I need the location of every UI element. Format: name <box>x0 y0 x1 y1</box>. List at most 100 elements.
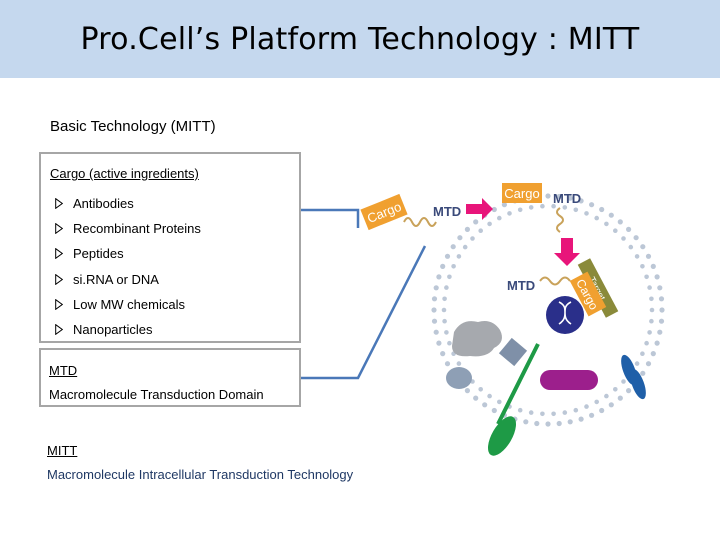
membrane-lipid-head <box>487 394 492 399</box>
membrane-lipid-head <box>445 254 450 259</box>
mtd-label: MTD <box>433 204 461 219</box>
membrane-lipid-head <box>507 211 512 216</box>
cargo-label: Cargo <box>504 186 539 201</box>
membrane-lipid-head <box>444 285 449 290</box>
membrane-lipid-head <box>540 204 545 209</box>
membrane-lipid-head <box>497 216 502 221</box>
membrane-lipid-head <box>657 285 662 290</box>
membrane-lipid-head <box>584 404 589 409</box>
membrane-lipid-head <box>574 208 579 213</box>
membrane-lipid-head <box>659 296 664 301</box>
membrane-lipid-head <box>584 211 589 216</box>
membrane-lipid-head <box>594 216 599 221</box>
purple-protein <box>540 370 598 390</box>
membrane-lipid-head <box>463 245 468 250</box>
membrane-lipid-head <box>609 402 614 407</box>
membrane-lipid-head <box>604 222 609 227</box>
membrane-lipid-head <box>579 417 584 422</box>
membrane-lipid-head <box>457 254 462 259</box>
membrane-lipid-head <box>434 330 439 335</box>
membrane-lipid-head <box>470 236 475 241</box>
membrane-lipid-head <box>618 219 623 224</box>
membrane-lipid-head <box>589 413 594 418</box>
membrane-lipid-head <box>650 308 655 313</box>
membrane-lipid-head <box>529 205 534 210</box>
membrane-lipid-head <box>497 400 502 405</box>
membrane-lipid-head <box>440 264 445 269</box>
membrane-lipid-head <box>482 402 487 407</box>
nucleus <box>546 296 584 334</box>
membrane-lipid-head <box>432 296 437 301</box>
membrane-lipid-head <box>640 371 645 376</box>
membrane-lipid-head <box>635 361 640 366</box>
membrane-lipid-head <box>442 308 447 313</box>
blue-channel-protein <box>618 353 649 401</box>
membrane-lipid-head <box>465 388 470 393</box>
membrane-lipid-head <box>478 387 483 392</box>
membrane-lipid-head <box>523 419 528 424</box>
membrane-lipid-head <box>473 219 478 224</box>
membrane-lipid-head <box>629 245 634 250</box>
membrane-lipid-head <box>649 297 654 302</box>
membrane-lipid-head <box>574 408 579 413</box>
entry-arrow-icon <box>466 198 493 220</box>
membrane-lipid-head <box>646 254 651 259</box>
membrane-lipid-head <box>640 244 645 249</box>
membrane-lipid-head <box>626 227 631 232</box>
linker-coil-icon <box>540 278 570 285</box>
membrane-lipid-head <box>534 421 539 426</box>
membrane-lipid-head <box>640 264 645 269</box>
mtd-label: MTD <box>553 191 581 206</box>
membrane-lipid-head <box>647 330 652 335</box>
membrane-lipid-head <box>640 351 645 356</box>
cargo-mtd-conjugate-membrane: Cargo MTD <box>502 183 581 266</box>
membrane-lipid-head <box>518 208 523 213</box>
membrane-lipid-head <box>621 379 626 384</box>
membrane-lipid-head <box>599 408 604 413</box>
membrane-lipid-head <box>647 285 652 290</box>
membrane-lipid-head <box>518 408 523 413</box>
membrane-lipid-head <box>431 307 436 312</box>
membrane-lipid-head <box>604 394 609 399</box>
membrane-lipid-head <box>649 319 654 324</box>
membrane-lipid-head <box>447 275 452 280</box>
membrane-lipid-head <box>557 421 562 426</box>
membrane-lipid-head <box>545 193 550 198</box>
membrane-lipid-head <box>644 275 649 280</box>
membrane-lipid-head <box>447 341 452 346</box>
membrane-lipid-head <box>442 319 447 324</box>
membrane-lipid-head <box>440 351 445 356</box>
membrane-lipid-head <box>465 227 470 232</box>
cargo-mtd-conjugate-outside: Cargo MTD <box>360 194 493 230</box>
membrane-lipid-head <box>613 387 618 392</box>
membrane-lipid-head <box>657 330 662 335</box>
membrane-lipid-head <box>594 400 599 405</box>
membrane-protein-gray <box>452 321 502 356</box>
membrane-lipid-head <box>651 264 656 269</box>
membrane-lipid-head <box>646 361 651 366</box>
mtd-label: MTD <box>507 278 535 293</box>
membrane-lipid-head <box>589 202 594 207</box>
membrane-lipid-head <box>436 274 441 279</box>
membrane-lipid-head <box>655 341 660 346</box>
membrane-lipid-head <box>563 410 568 415</box>
membrane-lipid-head <box>442 297 447 302</box>
membrane-lipid-head <box>444 330 449 335</box>
membrane-lipid-head <box>609 213 614 218</box>
membrane-lipid-head <box>613 228 618 233</box>
membrane-lipid-head <box>551 412 556 417</box>
membrane-lipid-head <box>659 319 664 324</box>
membrane-lipid-head <box>492 408 497 413</box>
membrane-lipid-head <box>651 351 656 356</box>
membrane-lipid-head <box>457 235 462 240</box>
membrane-lipid-head <box>634 235 639 240</box>
down-arrow-icon <box>554 238 580 266</box>
membrane-lipid-head <box>457 361 462 366</box>
connector-line-cargo <box>301 210 358 228</box>
membrane-lipid-head <box>478 228 483 233</box>
linker-coil-icon <box>557 208 563 232</box>
membrane-lipid-head <box>644 341 649 346</box>
membrane-lipid-head <box>659 307 664 312</box>
membrane-lipid-head <box>568 419 573 424</box>
